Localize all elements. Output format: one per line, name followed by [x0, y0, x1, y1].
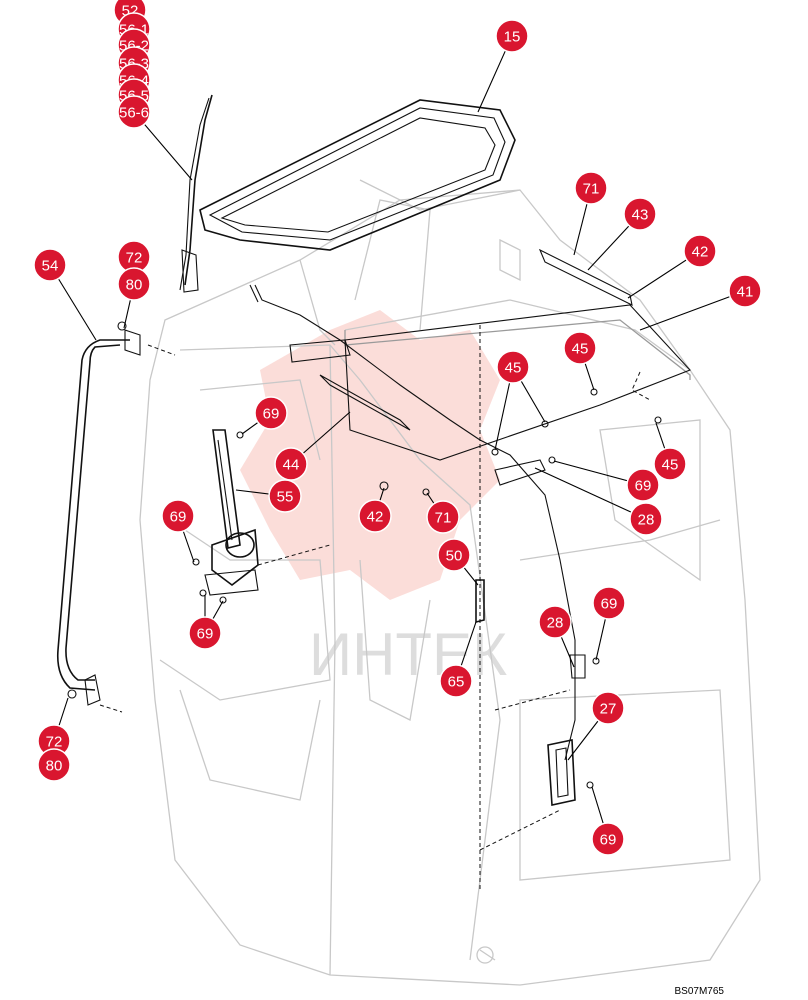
callout-label: 45: [662, 457, 679, 474]
callout-55: 55: [268, 479, 302, 513]
callout-69a: 69: [254, 396, 288, 430]
callout-label: 69: [635, 478, 652, 495]
callout-44: 44: [274, 447, 308, 481]
drawing-id: BS07M765: [674, 986, 724, 997]
callout-69c: 69: [161, 499, 195, 533]
callout-label: 65: [448, 674, 465, 691]
callout-label: 28: [638, 512, 655, 529]
callout-circle: [496, 350, 530, 384]
callout-label: 80: [46, 758, 63, 775]
callout-circle: [33, 248, 67, 282]
callout-45c: 45: [653, 447, 687, 481]
callout-label: 42: [692, 244, 709, 261]
callout-label: 50: [446, 548, 463, 565]
door-hardware: [475, 579, 600, 851]
callout-54: 54: [33, 248, 67, 282]
cab-body: [139, 179, 761, 986]
callout-circle: [117, 95, 151, 129]
callout-circle: [683, 234, 717, 268]
callout-label: 15: [504, 29, 521, 46]
callout-label: 80: [126, 277, 143, 294]
wire-harness: [249, 248, 662, 890]
callout-label: 44: [283, 457, 300, 474]
callout-45a: 45: [563, 331, 597, 365]
callout-circle: [254, 396, 288, 430]
callout-label: 69: [263, 406, 280, 423]
callout-label: 42: [367, 509, 384, 526]
handrail: [56, 321, 176, 713]
callout-label: 56-6: [119, 105, 149, 122]
callout-69e: 69: [188, 616, 222, 650]
callout-label: 69: [601, 596, 618, 613]
callout-69b: 69: [626, 468, 660, 502]
callout-80b: 80: [37, 748, 71, 782]
wiper-arm-assembly: [179, 94, 213, 293]
callout-15: 15: [495, 19, 529, 53]
callout-label: 69: [600, 832, 617, 849]
callout-41: 41: [728, 274, 762, 308]
roof-panel: [344, 304, 691, 461]
callout-43: 43: [623, 197, 657, 231]
callout-circle: [626, 468, 660, 502]
callout-label: 43: [632, 207, 649, 224]
callout-label: 27: [600, 701, 617, 718]
callout-circle: [495, 19, 529, 53]
callout-circle: [728, 274, 762, 308]
callout-label: 54: [42, 258, 59, 275]
roof-glass: [199, 99, 516, 251]
callout-42a: 42: [683, 234, 717, 268]
callout-28a: 28: [629, 502, 663, 536]
callout-circle: [574, 171, 608, 205]
watermark-text: ИНТЕК: [309, 621, 507, 688]
callout-circle: [161, 499, 195, 533]
callout-71a: 71: [574, 171, 608, 205]
callout-42b: 42: [358, 499, 392, 533]
callout-circle: [437, 538, 471, 572]
callout-circle: [37, 748, 71, 782]
callout-label: 55: [277, 489, 294, 506]
callout-circle: [358, 499, 392, 533]
callout-label: 69: [197, 626, 214, 643]
callout-label: 71: [583, 181, 600, 198]
callout-45b: 45: [496, 350, 530, 384]
callout-label: 45: [572, 341, 589, 358]
callout-27: 27: [591, 691, 625, 725]
callout-56-6: 56-6: [117, 95, 151, 129]
callout-circle: [653, 447, 687, 481]
callout-label: 72: [46, 734, 63, 751]
callout-label: 72: [126, 250, 143, 267]
callout-circle: [538, 605, 572, 639]
callout-circle: [426, 500, 460, 534]
callout-circle: [268, 479, 302, 513]
callout-label: 45: [505, 360, 522, 377]
callouts: 5256-156-256-356-456-556-615547280714342…: [33, 0, 762, 856]
callout-circle: [274, 447, 308, 481]
callout-71b: 71: [426, 500, 460, 534]
callout-circle: [591, 691, 625, 725]
callout-circle: [188, 616, 222, 650]
callout-80a: 80: [117, 267, 151, 301]
callout-circle: [623, 197, 657, 231]
wiper-motor-assembly: [192, 429, 331, 604]
callout-circle: [117, 267, 151, 301]
callout-50: 50: [437, 538, 471, 572]
callout-69d: 69: [592, 586, 626, 620]
callout-circle: [563, 331, 597, 365]
callout-circle: [629, 502, 663, 536]
callout-label: 41: [737, 284, 754, 301]
callout-65: 65: [439, 664, 473, 698]
callout-circle: [591, 822, 625, 856]
callout-label: 28: [547, 615, 564, 632]
callout-label: 69: [170, 509, 187, 526]
callout-circle: [592, 586, 626, 620]
callout-69f: 69: [591, 822, 625, 856]
callout-label: 71: [435, 510, 452, 527]
callout-circle: [439, 664, 473, 698]
callout-28b: 28: [538, 605, 572, 639]
